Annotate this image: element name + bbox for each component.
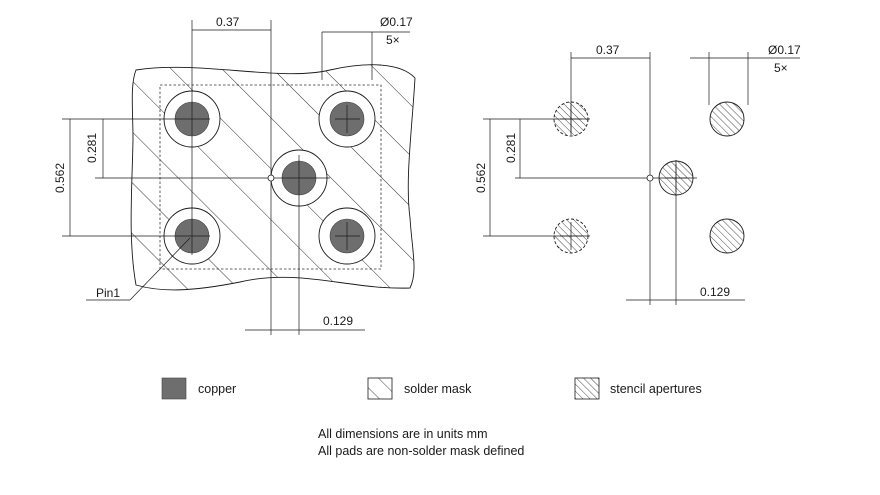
dim-count: 5× xyxy=(774,61,788,75)
pin1-label: Pin1 xyxy=(96,286,120,300)
left-view: 0.37 Ø0.17 5× 0.562 0.281 0.129 Pin1 xyxy=(53,15,416,335)
right-view: 0.37 Ø0.17 5× 0.562 0.281 0.129 xyxy=(474,43,801,305)
legend-stencil-label: stencil apertures xyxy=(610,382,702,396)
dim-pitch-x: 0.37 xyxy=(596,43,620,57)
legend-copper-label: copper xyxy=(198,382,236,396)
legend-solder-mask-swatch xyxy=(367,377,393,400)
legend: copper solder mask stencil apertures xyxy=(161,377,702,400)
notes: All dimensions are in units mm All pads … xyxy=(318,427,524,458)
dim-diameter: Ø0.17 xyxy=(380,15,413,29)
dimension-lines xyxy=(489,57,800,301)
dim-pitch-y-half: 0.281 xyxy=(504,133,518,163)
note-pads: All pads are non-solder mask defined xyxy=(318,444,524,458)
dimension-lines xyxy=(69,29,410,331)
center-lines xyxy=(483,52,749,305)
dim-pitch-y-full: 0.562 xyxy=(474,163,488,193)
dim-pitch-x: 0.37 xyxy=(216,15,240,29)
stencil-aperture xyxy=(709,101,745,137)
pin1-leader xyxy=(129,237,191,301)
legend-copper-swatch xyxy=(161,377,187,400)
legend-stencil-swatch xyxy=(574,377,600,400)
package-outline xyxy=(159,84,382,270)
dim-offset-x: 0.129 xyxy=(323,314,353,328)
legend-solder-mask-label: solder mask xyxy=(404,382,472,396)
dim-pitch-y-full: 0.562 xyxy=(53,163,67,193)
dim-count: 5× xyxy=(386,33,400,47)
stencil-aperture xyxy=(709,218,745,254)
aperture-crosshairs xyxy=(560,105,687,250)
origin-marker xyxy=(646,174,654,182)
dim-diameter: Ø0.17 xyxy=(768,43,801,57)
origin-marker xyxy=(267,174,275,182)
dim-offset-x: 0.129 xyxy=(700,285,730,299)
dim-pitch-y-half: 0.281 xyxy=(85,133,99,163)
note-units: All dimensions are in units mm xyxy=(318,427,488,441)
